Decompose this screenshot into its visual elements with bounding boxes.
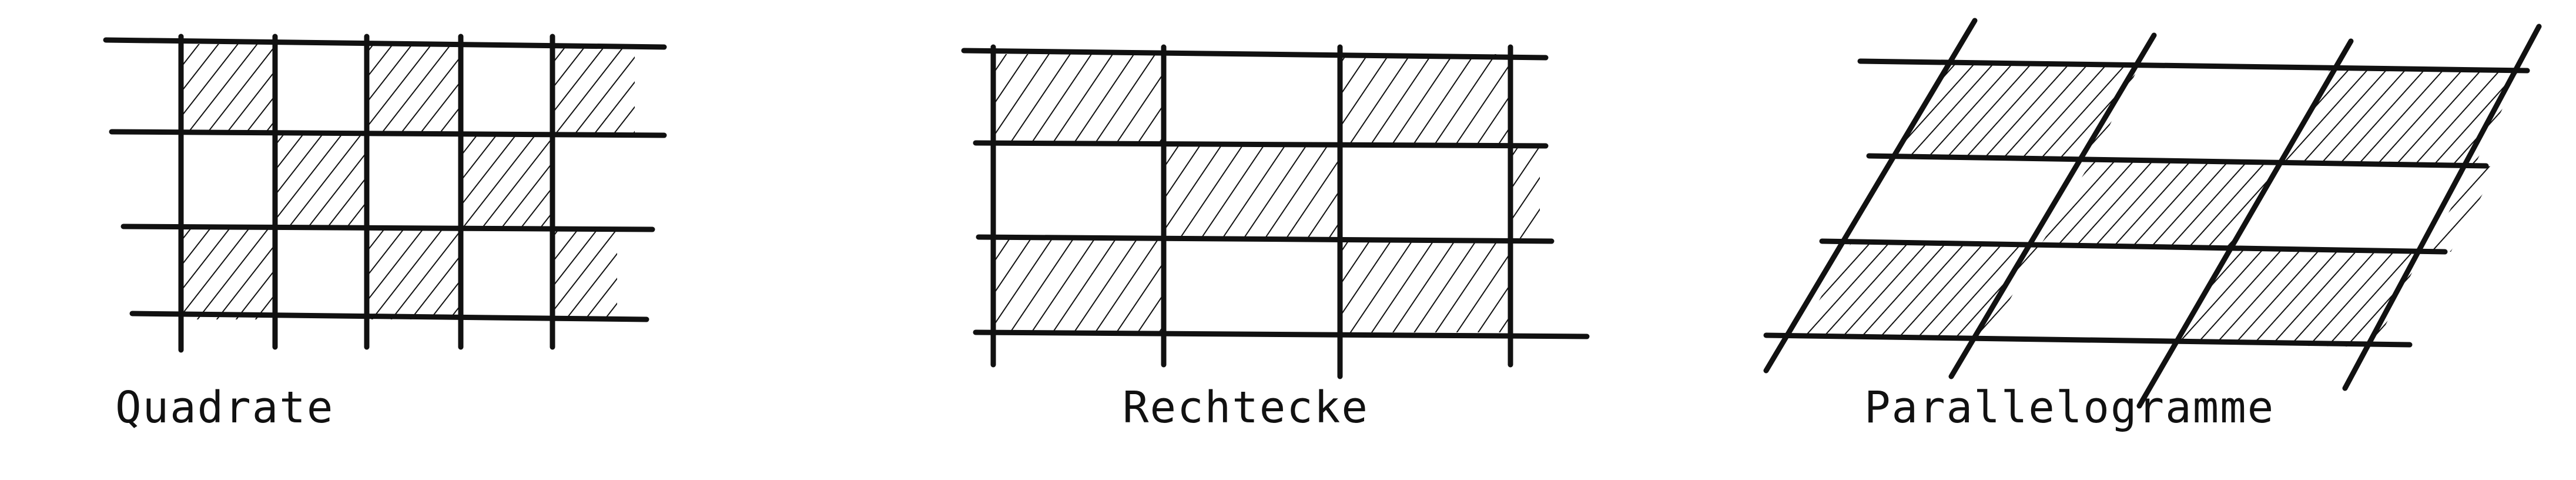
- squares-tiling: [103, 34, 667, 353]
- shaded-rectangle: [993, 54, 1164, 144]
- squares-shaded-cells: [181, 44, 635, 319]
- caption-rectangles: Rechtecke: [1123, 382, 1369, 433]
- shaded-square: [367, 44, 461, 134]
- shaded-parallelogram: [2427, 166, 2498, 252]
- parallelograms-shaded-cells: [1798, 64, 2521, 347]
- shaded-square: [552, 44, 635, 134]
- parallelograms-grid-lines: [1763, 18, 2542, 409]
- shaded-parallelogram: [2039, 160, 2280, 250]
- shaded-rectangle: [1340, 238, 1510, 332]
- shaded-rectangle: [1510, 144, 1540, 238]
- shaded-square: [367, 226, 461, 319]
- shaded-parallelogram: [2175, 250, 2421, 347]
- squares-grid-lines: [103, 34, 667, 353]
- caption-parallelograms: Parallelogramme: [1864, 382, 2275, 433]
- rectangles-tiling: [961, 44, 1590, 379]
- shaded-square: [181, 226, 275, 319]
- parallelograms-tiling: [1763, 18, 2542, 409]
- shaded-square: [181, 44, 275, 134]
- rectangles-grid-lines: [961, 44, 1590, 379]
- shaded-parallelogram: [1897, 64, 2139, 160]
- caption-squares: Quadrate: [115, 382, 334, 433]
- shaded-square: [275, 134, 367, 226]
- shaded-square: [552, 226, 617, 319]
- shaded-square: [461, 134, 552, 226]
- rectangles-shaded-cells: [993, 54, 1540, 332]
- shaded-parallelogram: [1798, 242, 2039, 341]
- shaded-rectangle: [1164, 144, 1340, 238]
- shaded-rectangle: [993, 238, 1164, 332]
- shaded-parallelogram: [2280, 68, 2521, 166]
- shaded-rectangle: [1340, 54, 1510, 144]
